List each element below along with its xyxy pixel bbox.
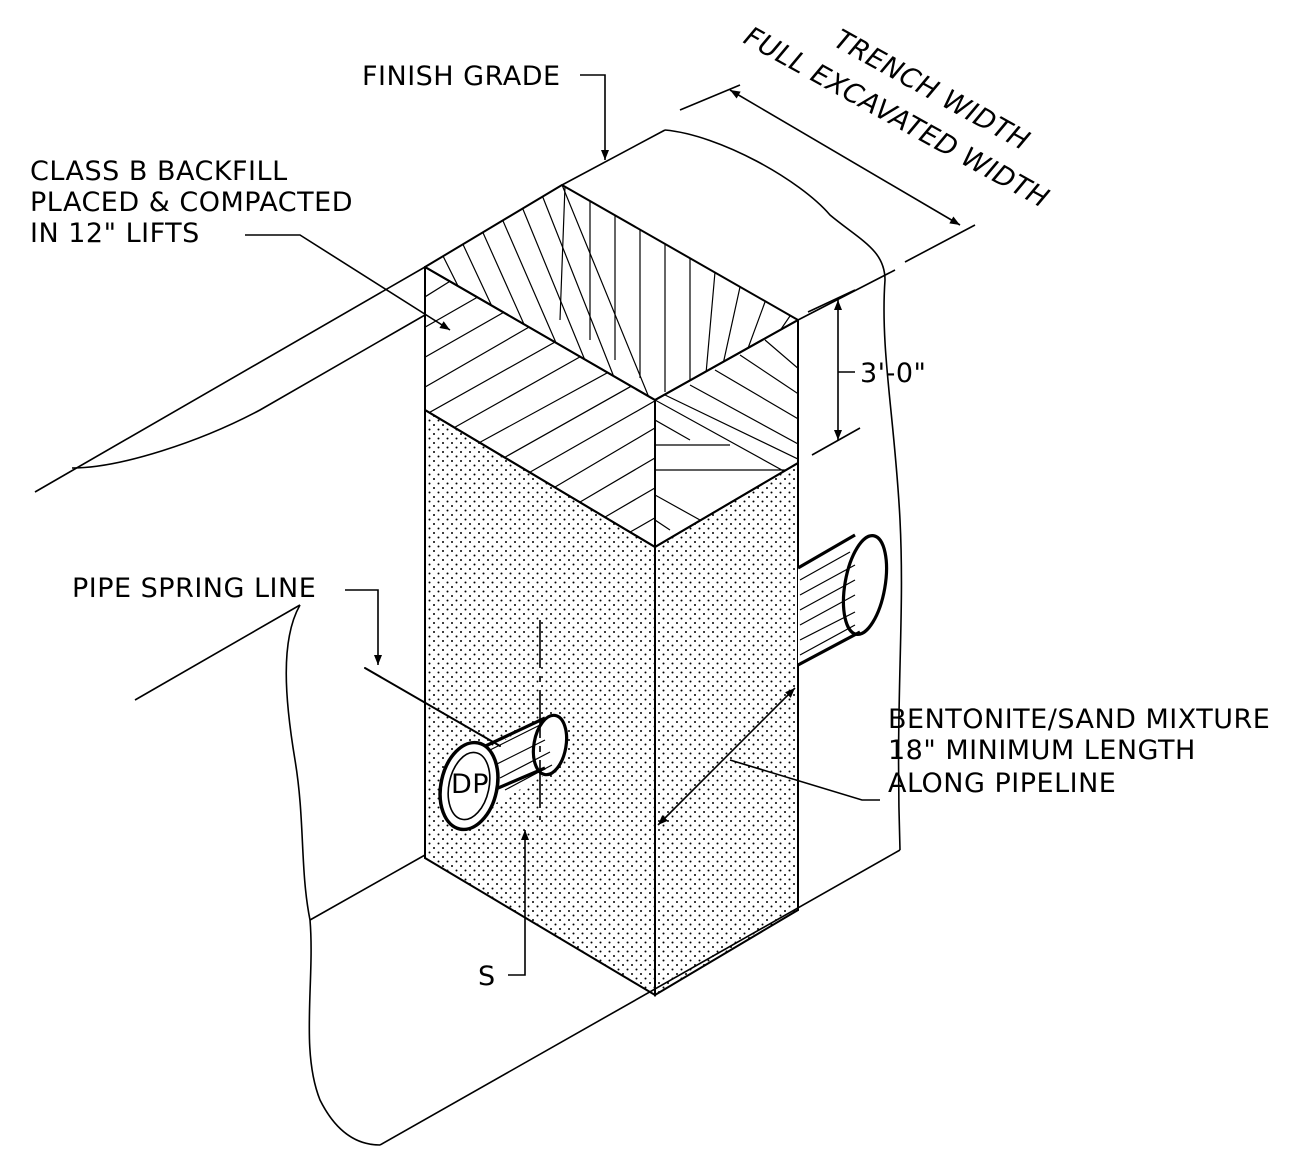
cover-depth-dimension: 3'-0"	[807, 289, 926, 456]
bentonite-callout: BENTONITE/SAND MIXTURE 18" MINIMUM LENGT…	[657, 687, 1270, 826]
trench-width-dimension: TRENCH WIDTH FULL EXCAVATED WIDTH	[679, 21, 1054, 263]
backfill-label-1: CLASS B BACKFILL	[30, 156, 288, 187]
bentonite-plug	[424, 266, 799, 997]
pipe-rear	[797, 533, 889, 667]
pipe-spring-line-label: PIPE SPRING LINE	[72, 573, 316, 604]
spacing-label: S	[478, 961, 496, 992]
backfill-top-face	[424, 184, 799, 401]
finish-grade-label: FINISH GRADE	[362, 61, 561, 92]
bentonite-label-2: 18" MINIMUM LENGTH	[888, 735, 1196, 766]
pipe-icon	[438, 740, 500, 832]
spacing-dimension: S	[478, 830, 529, 992]
cover-depth-label: 3'-0"	[860, 358, 926, 389]
backfill-label-3: IN 12" LIFTS	[30, 218, 200, 249]
pipe-front: DP	[438, 620, 569, 832]
spring-line-callout: PIPE SPRING LINE	[72, 573, 501, 747]
finish-grade-callout: FINISH GRADE	[362, 61, 609, 160]
bentonite-label-3: ALONG PIPELINE	[888, 768, 1116, 799]
bentonite-label-1: BENTONITE/SAND MIXTURE	[888, 704, 1270, 735]
pipe-tag: DP	[451, 769, 489, 800]
backfill-callout: CLASS B BACKFILL PLACED & COMPACTED IN 1…	[30, 156, 451, 331]
backfill-label-2: PLACED & COMPACTED	[30, 187, 353, 218]
